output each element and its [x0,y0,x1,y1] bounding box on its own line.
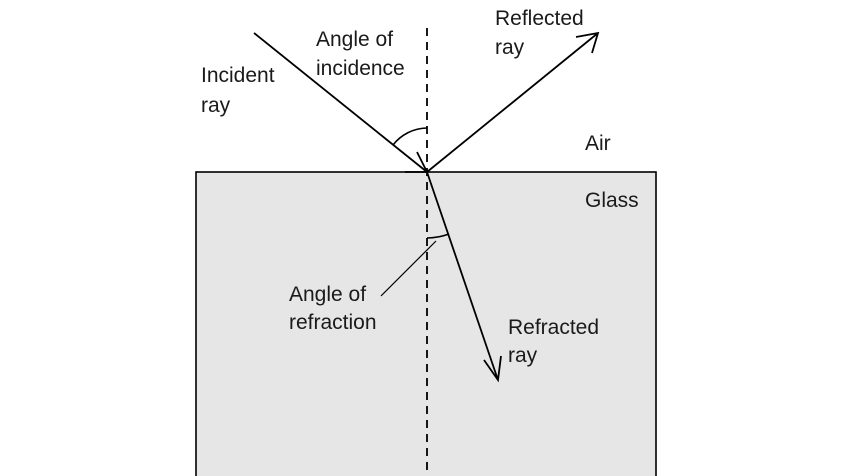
glass-block [195,171,657,476]
air-label: Air [585,132,611,155]
angle-of-incidence-arc [392,127,428,146]
glass-label: Glass [585,189,639,212]
incident-ray [253,32,428,173]
refracted-ray-arrowhead [483,355,502,383]
incident-ray-label-line2: ray [201,94,231,117]
angle-of-incidence-label: Angle of incidence [316,28,405,80]
angle-of-incidence-label-line2: incidence [316,57,405,80]
refracted-ray [426,171,499,381]
reflected-ray-label: Reflected ray [495,7,590,59]
reflected-ray-label-line1: Reflected [495,7,584,30]
angle-of-incidence-label-line1: Angle of [316,28,393,51]
angle-of-refraction-label: Angle of refraction [289,283,377,334]
refracted-ray-label-line2: ray [508,344,538,367]
incident-ray-label: Incident ray [201,64,280,117]
reflected-ray-label-line2: ray [495,36,525,59]
refracted-ray-label-line1: Refracted [508,316,599,339]
incident-ray-label-line1: Incident [201,64,275,87]
refracted-ray-label: Refracted ray [508,316,605,367]
angle-of-refraction-label-line2: refraction [289,311,377,334]
angle-of-refraction-arc [426,233,450,239]
angle-of-refraction-leader [380,240,437,297]
reflected-ray [426,32,599,173]
reflected-ray-arrowhead [575,31,600,54]
angle-of-refraction-label-line1: Angle of [289,283,366,306]
